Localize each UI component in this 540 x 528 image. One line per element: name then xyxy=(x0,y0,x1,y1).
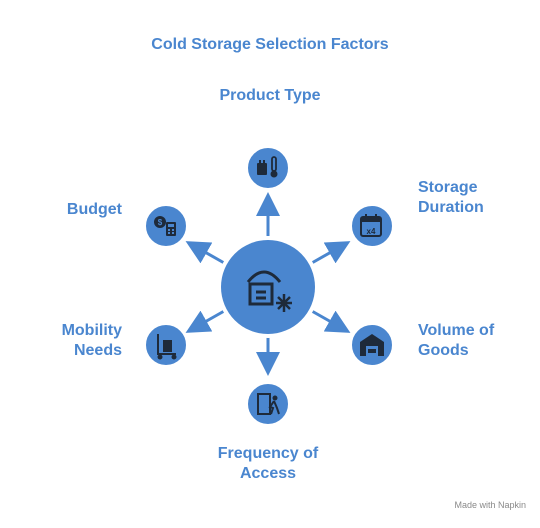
svg-text:x4: x4 xyxy=(367,227,376,236)
node-storage-duration: x4 xyxy=(350,204,394,248)
label-frequency-of-access: Frequency of Access xyxy=(217,445,319,482)
arrow-budget xyxy=(185,241,227,266)
calendar-icon: x4 xyxy=(360,214,382,237)
diagram-title: Cold Storage Selection Factors xyxy=(151,36,389,53)
arrow-volume-of-goods xyxy=(309,308,351,333)
arrow-mobility-needs xyxy=(185,308,227,333)
label-storage-duration: Storage Duration xyxy=(418,179,484,216)
node-product-type xyxy=(246,146,290,190)
credit-label: Made with Napkin xyxy=(454,500,526,510)
label-mobility-needs: Mobility Needs xyxy=(61,322,122,359)
label-budget: Budget xyxy=(66,201,122,218)
money-calculator-icon: $ xyxy=(154,216,176,236)
warehouse-icon xyxy=(360,334,384,356)
node-volume-of-goods xyxy=(350,323,394,367)
thermometer-icon xyxy=(257,156,278,178)
hand-truck-icon xyxy=(157,334,177,360)
warehouse-snowflake-icon xyxy=(246,270,292,312)
node-frequency-of-access xyxy=(246,382,290,426)
node-mobility-needs xyxy=(144,323,188,367)
arrow-storage-duration xyxy=(309,241,351,266)
access-person-icon xyxy=(257,393,280,415)
svg-text:$: $ xyxy=(158,218,163,227)
central-hub xyxy=(217,236,319,338)
label-product-type: Product Type xyxy=(219,87,321,104)
node-budget: $ xyxy=(144,204,188,248)
label-volume-of-goods: Volume of Goods xyxy=(418,322,495,359)
